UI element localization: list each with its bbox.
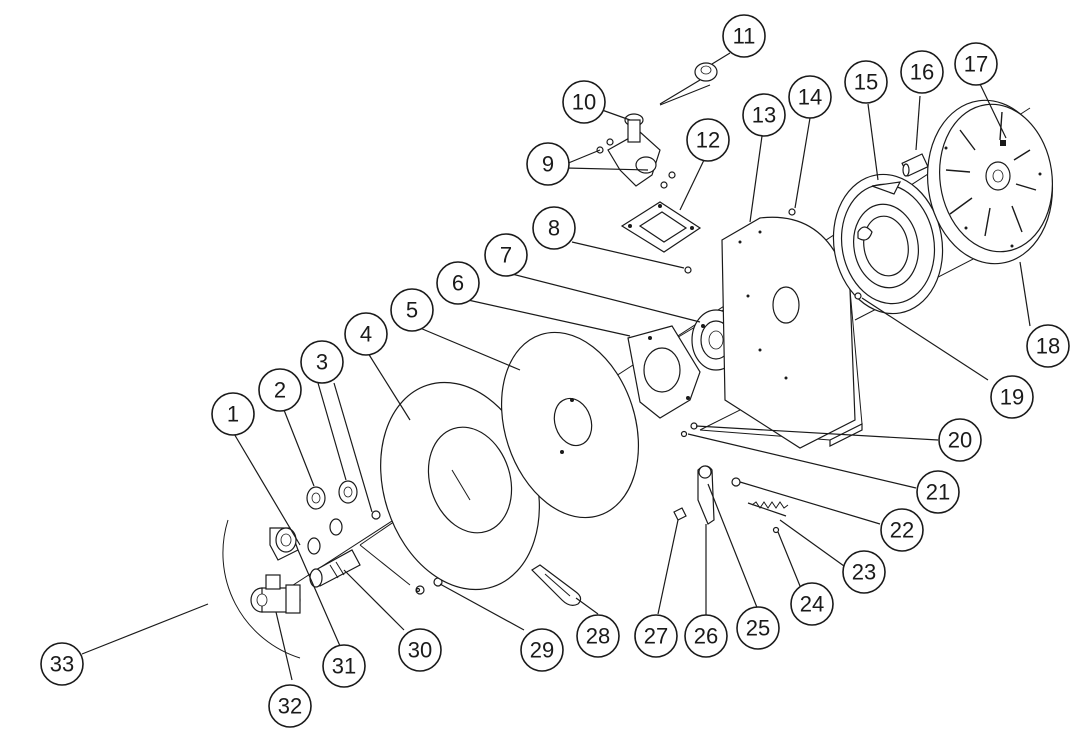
balloon-label: 2 [274,378,286,403]
balloon-12: 12 [686,118,730,162]
balloon-28: 28 [576,614,620,658]
outer-reel-disc [380,381,540,591]
pipe-nipple [309,549,361,588]
balloon-26: 26 [684,614,728,658]
balloon-30: 30 [398,628,442,672]
balloon-label: 25 [746,616,770,641]
crank-handle [531,564,582,606]
balloon-label: 32 [278,694,302,719]
balloon-17: 17 [954,42,998,86]
balloon-label: 30 [408,638,432,663]
balloon-label: 20 [948,428,972,453]
balloon-21: 21 [916,470,960,514]
balloon-9: 9 [526,142,570,186]
balloon-label: 5 [406,298,418,323]
balloon-label: 15 [854,70,878,95]
balloon-3: 3 [300,340,344,384]
balloon-label: 8 [548,216,560,241]
balloon-label: 11 [733,24,756,49]
balloon-label: 14 [798,85,822,110]
balloon-18: 18 [1026,324,1070,368]
balloon-31: 31 [322,644,366,688]
balloon-14: 14 [788,75,832,119]
balloon-label: 22 [890,518,914,543]
balloon-22: 22 [880,508,924,552]
spring-housing [832,173,944,315]
balloon-label: 1 [227,402,239,427]
balloon-label: 31 [332,654,356,679]
balloon-label: 17 [964,52,988,77]
elbow-fitting [269,527,299,561]
balloon-24: 24 [790,582,834,626]
guide-arm [596,113,676,189]
flange-plate [627,325,701,419]
lock-bracket [620,201,702,274]
lock-pin [659,62,718,105]
balloon-label: 19 [1000,385,1024,410]
frame-nut [788,208,796,216]
shaft-sleeve [901,153,929,177]
balloon-label: 12 [696,128,720,153]
balloon-label: 6 [452,271,464,296]
o-rings [306,480,358,555]
balloon-29: 29 [520,628,564,672]
frame-nut-rear [854,292,862,300]
balloon-label: 23 [852,560,876,585]
balloon-label: 24 [800,592,824,617]
balloon-32: 32 [268,684,312,728]
balloon-25: 25 [736,606,780,650]
balloon-27: 27 [634,614,678,658]
balloon-33: 33 [40,642,84,686]
balloon-23: 23 [842,550,886,594]
balloon-10: 10 [562,80,606,124]
balloon-label: 16 [910,60,934,85]
balloon-label: 4 [360,322,372,347]
balloon-1: 1 [211,392,255,436]
balloon-11: 11 [722,14,766,58]
inner-reel-disc [500,331,640,519]
balloon-label: 28 [586,624,610,649]
balloon-19: 19 [990,375,1034,419]
balloon-label: 21 [926,480,950,505]
balloon-4: 4 [344,312,388,356]
balloon-label: 27 [644,624,668,649]
cover-plate [926,99,1054,265]
leader-lines [81,52,1031,681]
swivel-arc [222,519,301,659]
ratchet-pawl [673,465,789,534]
balloon-label: 29 [530,638,554,663]
balloon-label: 18 [1036,334,1060,359]
balloon-8: 8 [532,206,576,250]
inlet-swivel [250,574,301,614]
balloon-label: 13 [752,103,776,128]
balloon-13: 13 [742,93,786,137]
balloon-7: 7 [484,233,528,277]
balloon-15: 15 [844,60,888,104]
balloon-5: 5 [390,288,434,332]
balloon-label: 10 [572,90,596,115]
balloon-label: 9 [542,152,554,177]
balloon-label: 3 [316,350,328,375]
balloon-6: 6 [436,261,480,305]
balloon-20: 20 [938,418,982,462]
balloon-label: 7 [500,243,512,268]
balloon-16: 16 [900,50,944,94]
balloon-label: 33 [50,652,74,677]
balloon-label: 26 [694,624,718,649]
balloon-2: 2 [258,368,302,412]
